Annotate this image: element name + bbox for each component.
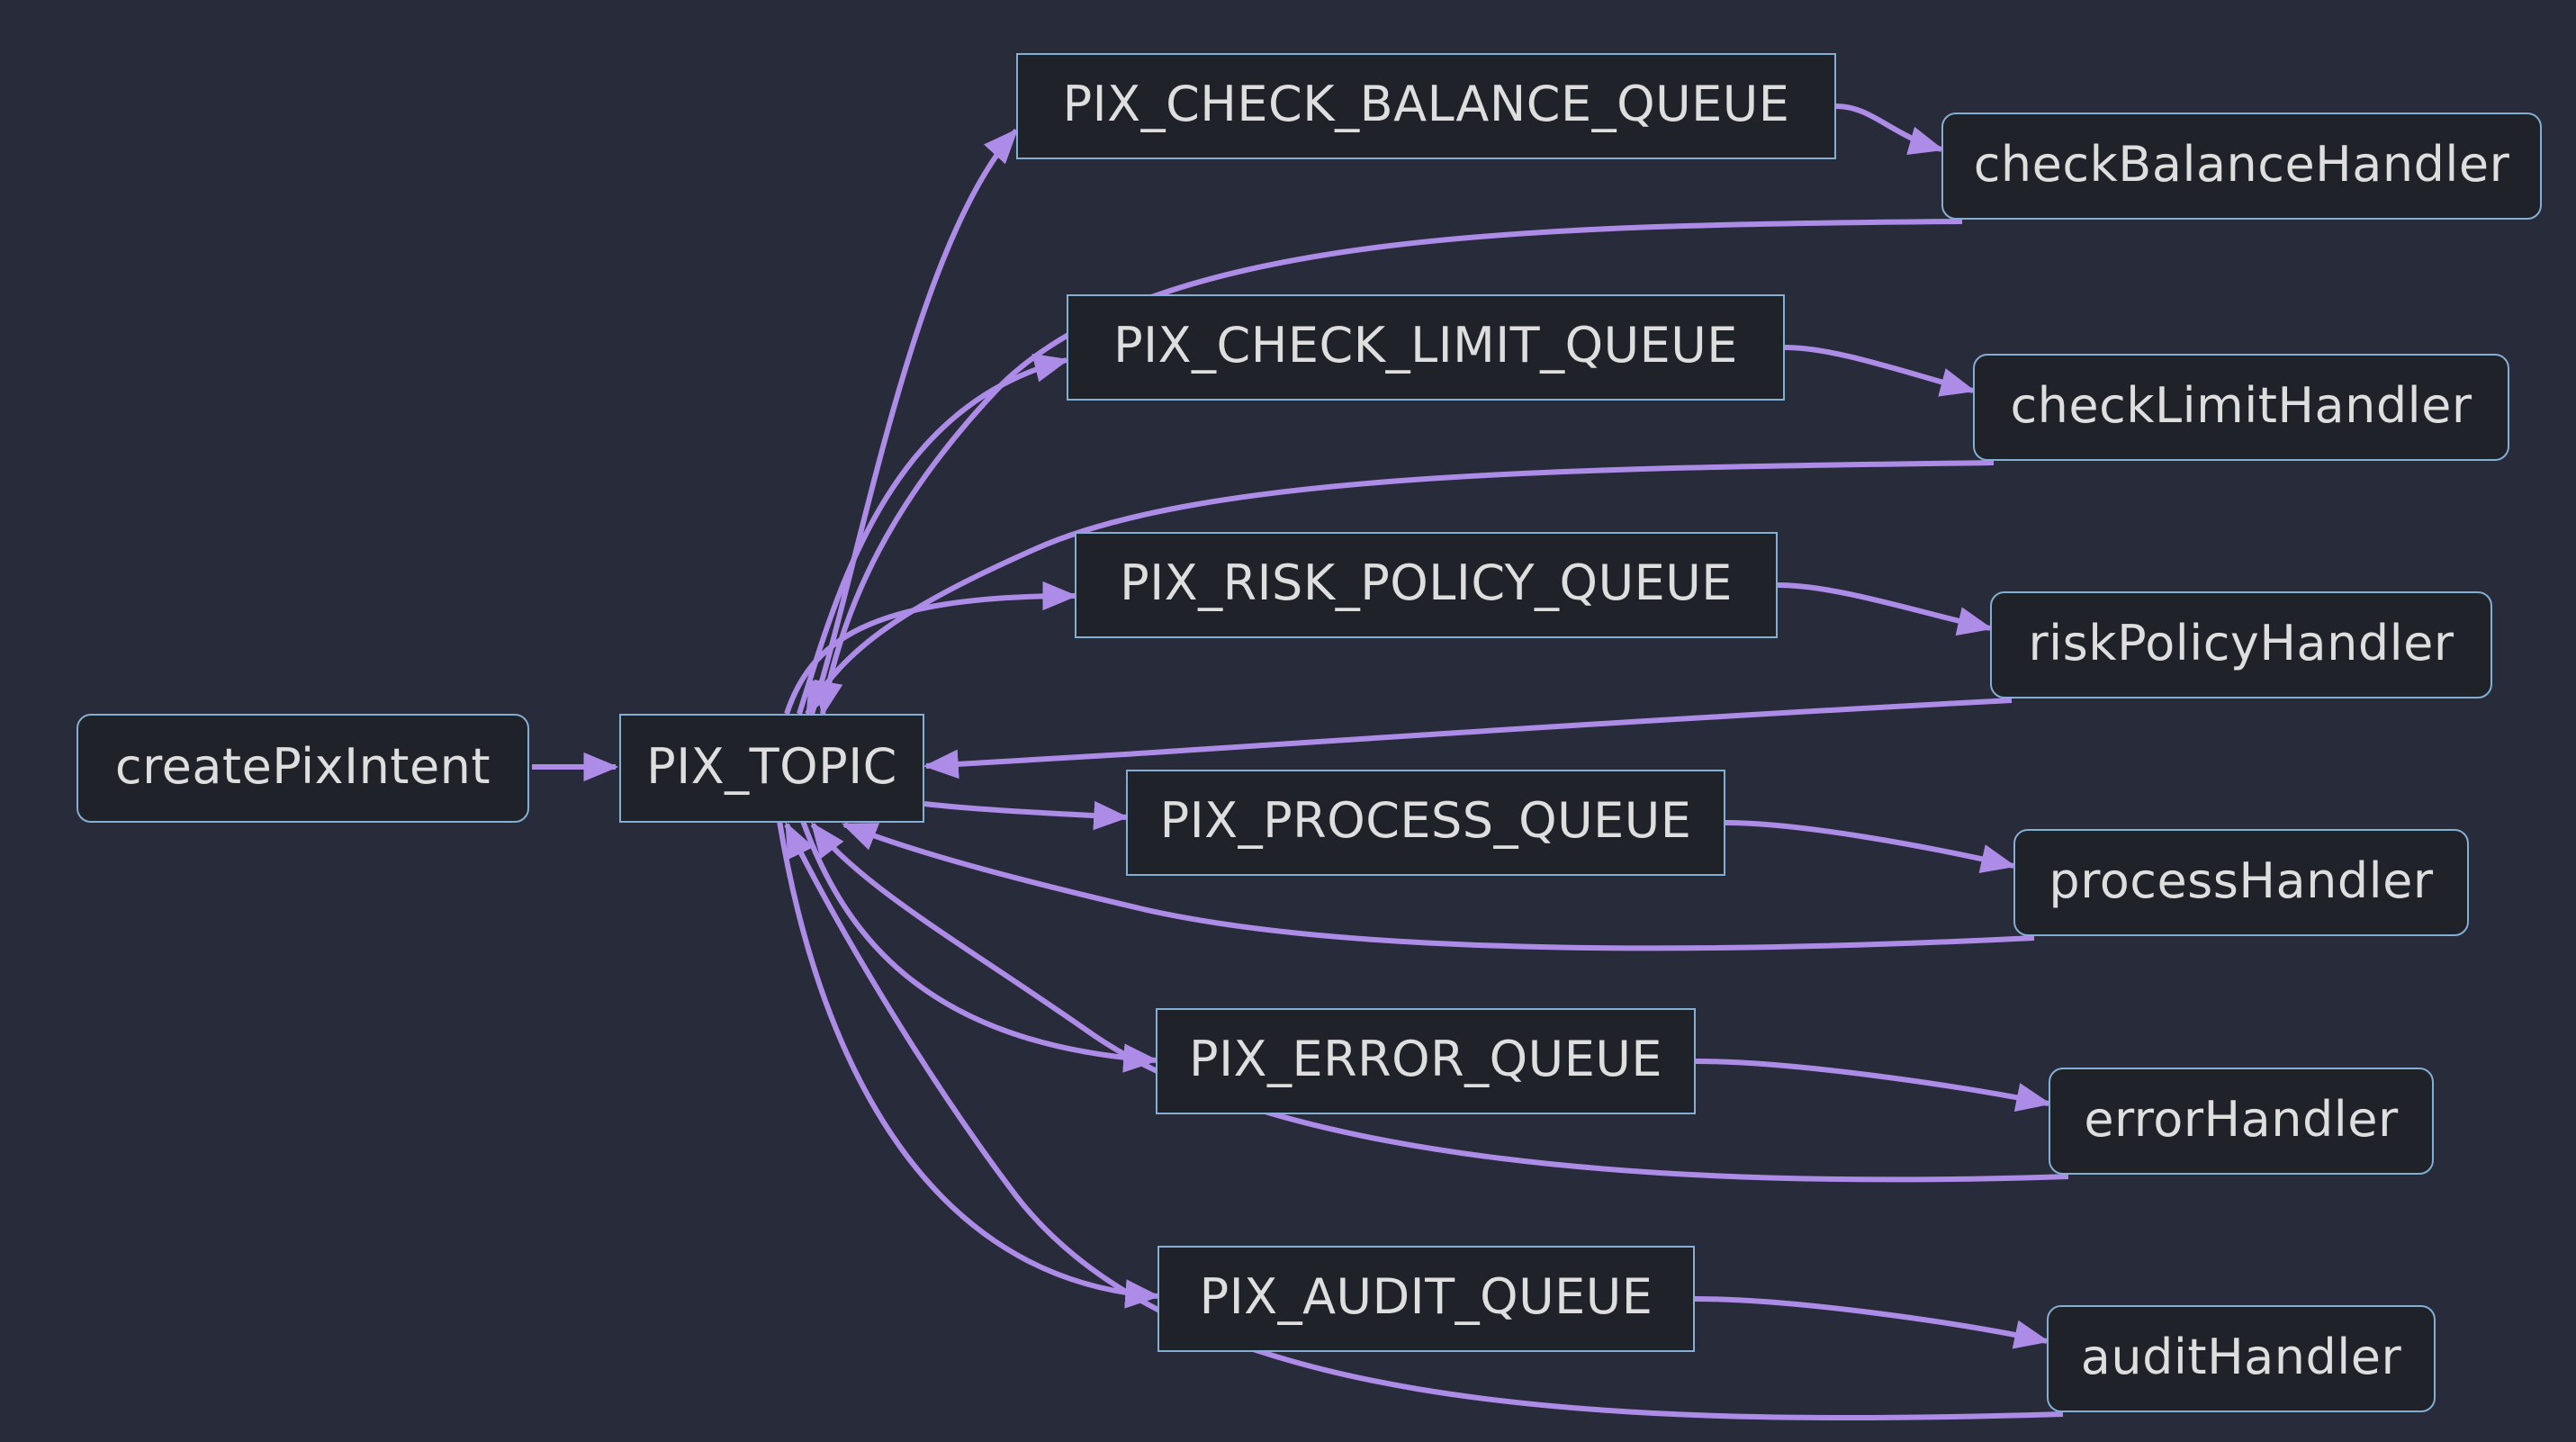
edge-PIX_CHECK_LIMIT_QUEUE-to-checkLimitHandler bbox=[1784, 345, 1977, 397]
node-PIX_CHECK_LIMIT_QUEUE: PIX_CHECK_LIMIT_QUEUE bbox=[1067, 294, 1785, 401]
node-label: createPixIntent bbox=[114, 737, 491, 795]
node-auditHandler: auditHandler bbox=[2047, 1305, 2436, 1412]
node-label: checkLimitHandler bbox=[2010, 376, 2472, 434]
node-label: PIX_TOPIC bbox=[646, 737, 897, 795]
node-label: processHandler bbox=[2049, 852, 2434, 909]
node-label: PIX_CHECK_BALANCE_QUEUE bbox=[1062, 76, 1790, 132]
edge-auditHandler-to-PIX_TOPIC bbox=[784, 822, 2064, 1421]
node-label: riskPolicyHandler bbox=[2028, 614, 2454, 671]
edge-PIX_TOPIC-to-PIX_PROCESS_QUEUE bbox=[923, 800, 1130, 831]
node-label: PIX_PROCESS_QUEUE bbox=[1159, 792, 1692, 849]
node-label: PIX_AUDIT_QUEUE bbox=[1199, 1268, 1653, 1325]
edge-PIX_TOPIC-to-PIX_CHECK_BALANCE_QUEUE bbox=[809, 128, 1019, 715]
node-PIX_PROCESS_QUEUE: PIX_PROCESS_QUEUE bbox=[1126, 770, 1725, 876]
node-createPixIntent: createPixIntent bbox=[77, 714, 529, 823]
node-label: PIX_RISK_POLICY_QUEUE bbox=[1120, 554, 1733, 611]
node-checkLimitHandler: checkLimitHandler bbox=[1973, 354, 2509, 461]
edge-checkLimitHandler-to-PIX_TOPIC bbox=[805, 460, 1995, 716]
node-label: errorHandler bbox=[2084, 1090, 2399, 1148]
node-PIX_AUDIT_QUEUE: PIX_AUDIT_QUEUE bbox=[1157, 1246, 1695, 1352]
node-processHandler: processHandler bbox=[2013, 829, 2469, 936]
node-label: PIX_CHECK_LIMIT_QUEUE bbox=[1113, 317, 1738, 374]
edge-PIX_ERROR_QUEUE-to-errorHandler bbox=[1695, 1059, 2052, 1112]
edge-PIX_TOPIC-to-PIX_RISK_POLICY_QUEUE bbox=[784, 581, 1078, 715]
node-label: auditHandler bbox=[2080, 1328, 2402, 1385]
edge-PIX_RISK_POLICY_QUEUE-to-riskPolicyHandler bbox=[1777, 582, 1994, 636]
node-PIX_ERROR_QUEUE: PIX_ERROR_QUEUE bbox=[1156, 1008, 1696, 1114]
node-errorHandler: errorHandler bbox=[2049, 1068, 2434, 1175]
node-PIX_CHECK_BALANCE_QUEUE: PIX_CHECK_BALANCE_QUEUE bbox=[1016, 53, 1836, 159]
edge-PIX_PROCESS_QUEUE-to-processHandler bbox=[1725, 820, 2017, 873]
node-label: PIX_ERROR_QUEUE bbox=[1189, 1031, 1662, 1087]
edge-PIX_CHECK_BALANCE_QUEUE-to-checkBalanceHandler bbox=[1835, 104, 1945, 155]
edge-PIX_AUDIT_QUEUE-to-auditHandler bbox=[1694, 1296, 2050, 1349]
node-checkBalanceHandler: checkBalanceHandler bbox=[1941, 113, 2542, 220]
node-PIX_RISK_POLICY_QUEUE: PIX_RISK_POLICY_QUEUE bbox=[1075, 532, 1778, 638]
edge-riskPolicyHandler-to-PIX_TOPIC bbox=[923, 698, 2013, 780]
edge-processHandler-to-PIX_TOPIC bbox=[841, 822, 2035, 951]
edge-PIX_TOPIC-to-PIX_AUDIT_QUEUE bbox=[777, 820, 1161, 1309]
node-PIX_TOPIC: PIX_TOPIC bbox=[619, 714, 924, 823]
edge-PIX_TOPIC-to-PIX_ERROR_QUEUE bbox=[800, 819, 1159, 1073]
node-label: checkBalanceHandler bbox=[1973, 135, 2510, 193]
node-riskPolicyHandler: riskPolicyHandler bbox=[1990, 591, 2492, 698]
